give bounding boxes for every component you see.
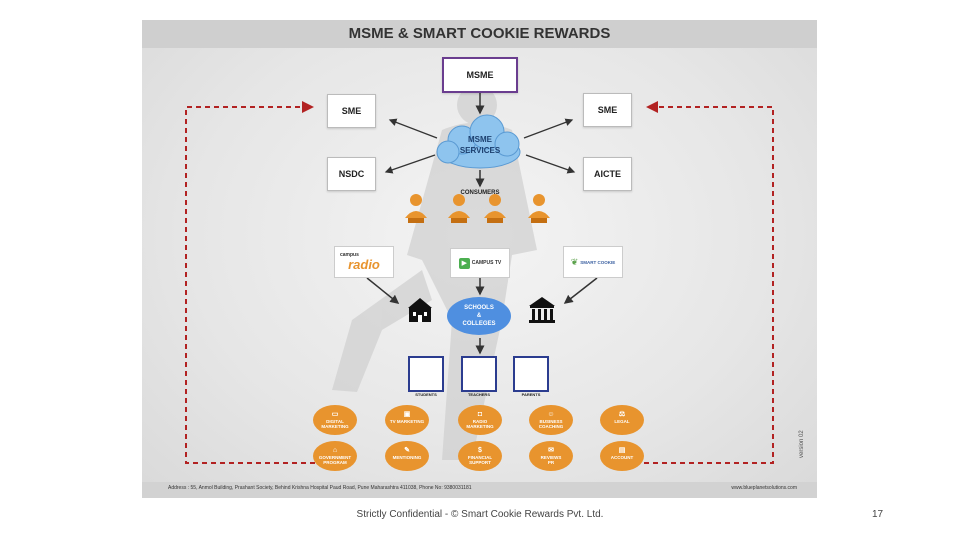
radio-icon: ◘ [477, 411, 483, 418]
title-bar [142, 20, 817, 48]
mentioning-badge: ✎ MENTIONING [385, 441, 429, 471]
msme-top-box: MSME [442, 57, 518, 93]
students-label: STUDENTS [415, 392, 437, 397]
account-icon: ▤ [618, 447, 626, 454]
cloud-shape [436, 114, 521, 169]
cloud-label: MSME SERVICES [459, 135, 501, 155]
aicte-box: AICTE [583, 157, 632, 191]
footer-website: www.blueplanetsolutions.com [731, 485, 797, 491]
teachers-icon-box [461, 356, 497, 392]
nsdc-box: NSDC [327, 157, 376, 191]
tv-icon: ▣ [403, 411, 411, 418]
chat-icon: ✉ [548, 447, 554, 454]
campus-tv-logo: ▶ CAMPUS TV [450, 248, 510, 278]
tv-marketing-badge: ▣ TV MARKETING [385, 405, 429, 435]
schools-colleges-oval: SCHOOLS & COLLEGES [447, 297, 511, 335]
parents-label: PARENTS [521, 392, 541, 397]
school-icon-left [408, 298, 432, 322]
account-badge: ▤ ACCOUNT [600, 441, 644, 471]
leaf-icon: ❦ [570, 256, 579, 267]
left-dashed-loop [185, 101, 324, 464]
slide-image: MSME & SMART COOKIE REWARDS [142, 20, 817, 498]
building-icon: ⌂ [332, 447, 338, 454]
slide-title: MSME & SMART COOKIE REWARDS [348, 25, 611, 42]
parents-icon-box [513, 356, 549, 392]
college-icon-right [529, 297, 555, 323]
teachers-label: TEACHERS [467, 392, 490, 397]
smart-cookie-logo: ❦ SMART COOKIE [563, 246, 623, 278]
version-label: version 02 [799, 430, 805, 458]
gavel-icon: ⚖ [618, 411, 626, 418]
sme-left-box: SME [327, 94, 376, 128]
diagram-connectors [185, 85, 774, 464]
consumer-icons [405, 194, 550, 223]
footer-address: Address : 55, Anmol Building, Prashant S… [168, 485, 472, 491]
campus-radio-logo: campus radio [334, 246, 394, 278]
right-dashed-loop [635, 101, 774, 464]
sme-right-box: SME [583, 93, 632, 127]
laptop-icon: ▭ [331, 411, 339, 418]
slide-footer-bar: Address : 55, Anmol Building, Prashant S… [142, 482, 817, 498]
page-number: 17 [872, 509, 884, 520]
megaphone-icon: ✎ [404, 447, 410, 454]
consumers-label: CONSUMERS [460, 190, 500, 196]
coaching-icon: ☺ [547, 411, 555, 418]
legal-badge: ⚖ LEGAL [600, 405, 644, 435]
confidential-footer: Strictly Confidential - © Smart Cookie R… [356, 509, 604, 520]
tv-play-icon: ▶ [458, 257, 470, 269]
money-icon: $ [478, 447, 482, 454]
students-icon-box [408, 356, 444, 392]
radio-marketing-badge: ◘ RADIO MARKETING [458, 405, 502, 435]
